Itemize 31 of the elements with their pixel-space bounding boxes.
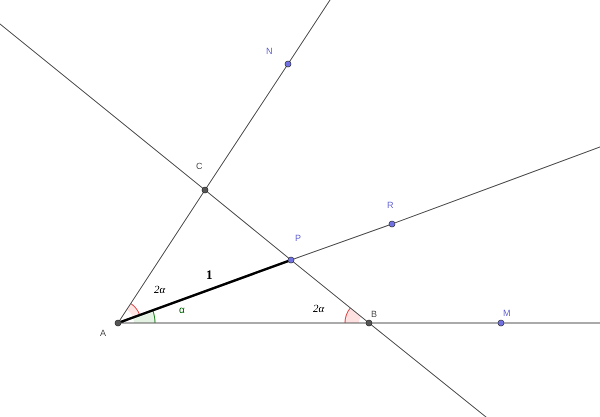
- point-label: R: [387, 201, 394, 210]
- point: [366, 320, 372, 326]
- line: [372, 322, 498, 324]
- line: [292, 261, 368, 322]
- line: [206, 191, 290, 259]
- line: [206, 66, 287, 188]
- line: [289, 0, 330, 62]
- point: [288, 256, 294, 264]
- angle-label: 2α: [154, 285, 166, 296]
- edge-label: 1: [206, 268, 212, 281]
- point: [202, 186, 208, 194]
- point: [498, 320, 504, 326]
- line: [394, 146, 600, 224]
- point: [284, 60, 292, 68]
- point-label: P: [295, 234, 302, 243]
- line: [293, 224, 390, 260]
- line: [120, 260, 290, 324]
- angle-label: 2α: [313, 304, 324, 315]
- point-label: M: [503, 309, 510, 318]
- line: [0, 24, 204, 189]
- point: [114, 320, 122, 326]
- line: [120, 322, 366, 324]
- point-label: A: [100, 329, 106, 338]
- point-label: C: [196, 162, 202, 171]
- point: [388, 220, 396, 228]
- line: [119, 192, 204, 321]
- line: [370, 324, 486, 417]
- point-label: N: [266, 47, 272, 56]
- point-label: B: [371, 310, 378, 319]
- line: [504, 322, 600, 324]
- angle-label: α: [179, 306, 185, 316]
